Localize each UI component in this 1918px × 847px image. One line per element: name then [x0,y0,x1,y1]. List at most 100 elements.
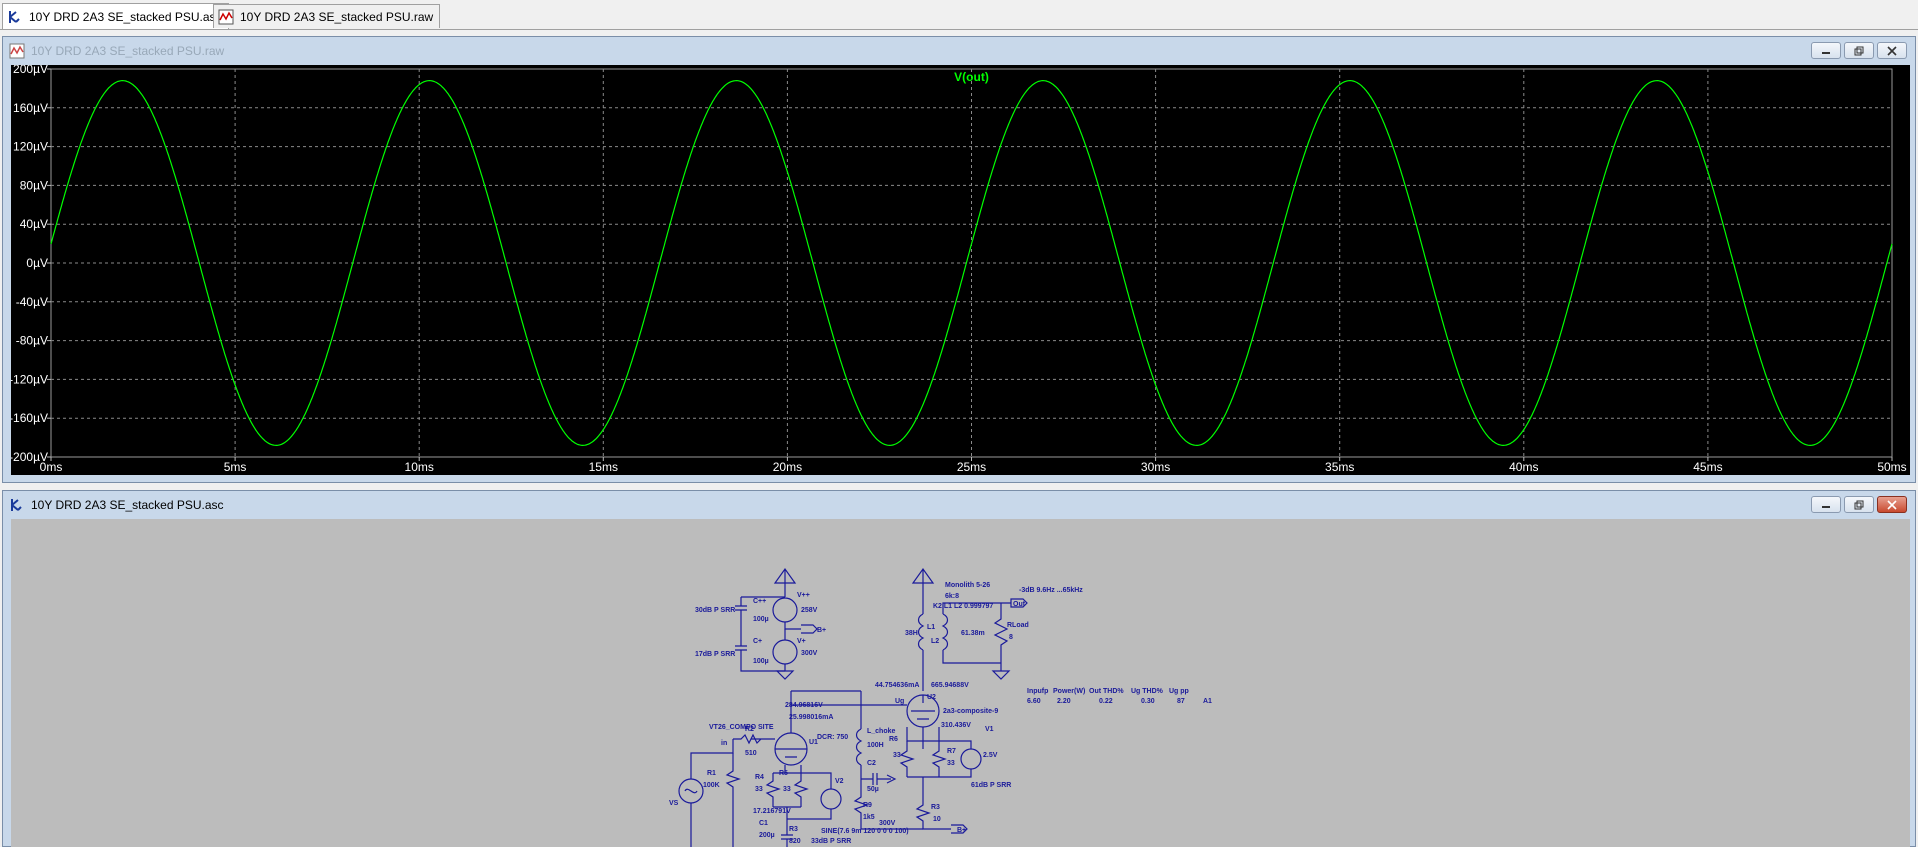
x-tick-label: 15ms [589,460,618,474]
y-tick-label: 80µV [20,178,48,192]
x-tick-label: 25ms [957,460,986,474]
minimize-button[interactable] [1811,496,1841,513]
waveform-window-title: 10Y DRD 2A3 SE_stacked PSU.raw [31,44,225,58]
label-c2: C2 [867,760,876,767]
label-r5: R5 [779,770,788,777]
label-monolith: Monolith 5-26 [945,582,990,589]
label-op3: 284.96816V [785,702,823,709]
x-tick-label: 30ms [1141,460,1170,474]
label-l61: 61.38m [961,630,985,637]
label-psrr17: 17dB P SRR [695,651,735,658]
label-r6: R6 [889,736,898,743]
label-r7: R7 [947,748,956,755]
label-r2: R2 [745,726,754,733]
label-rload: RLoad [1007,622,1029,629]
label-r3b: R3 [931,804,940,811]
label-c2v: 50µ [867,786,879,793]
label-v-ugthd: 0.30 [1141,698,1155,705]
label-v2: V2 [835,778,844,785]
schematic-canvas[interactable]: V++ 258V C++ 100µ 30dB P SRR B+ V+ 300V … [11,519,1910,847]
restore-button[interactable] [1844,496,1874,513]
label-v258: 258V [801,607,818,614]
schematic-wires [678,567,1028,847]
x-tick-label: 5ms [224,460,247,474]
x-tick-label: 45ms [1693,460,1722,474]
label-c100b: 100µ [753,658,769,665]
label-v300b: 300V [879,820,896,827]
tab-waveform-label: 10Y DRD 2A3 SE_stacked PSU.raw [240,9,434,24]
label-vs: VS [669,800,679,807]
y-tick-label: -40µV [16,295,48,309]
label-vpp: V++ [797,592,810,599]
label-ratio: 6k:8 [945,593,959,600]
y-tick-label: -200µV [11,450,48,464]
label-v25: 2.5V [983,752,998,759]
label-dcr: DCR: 750 [817,734,848,741]
tab-waveform[interactable]: 10Y DRD 2A3 SE_stacked PSU.raw [213,4,441,28]
schematic-icon [7,9,23,25]
label-r3: R3 [789,826,798,833]
label-h100: 100H [867,742,884,749]
label-v1: V1 [985,726,994,733]
label-c1v: 200µ [759,832,775,839]
schematic-window-titlebar[interactable]: 10Y DRD 2A3 SE_stacked PSU.asc [3,491,1915,519]
x-tick-label: 0ms [40,460,63,474]
schematic-labels: V++ 258V C++ 100µ 30dB P SRR B+ V+ 300V … [669,582,1212,845]
waveform-icon [218,9,234,25]
schematic-drawing[interactable]: V++ 258V C++ 100µ 30dB P SRR B+ V+ 300V … [11,519,1910,847]
label-r3v: 820 [789,838,801,845]
label-sine: SINE(7.6 9m 120 0 0 0 100) [821,828,909,835]
tab-schematic[interactable]: 10Y DRD 2A3 SE_stacked PSU.asc [2,3,229,29]
label-op1: 44.754636mA [875,682,919,689]
label-h-power: Power(W) [1053,688,1085,695]
waveform-icon [9,43,25,59]
tab-schematic-label: 10Y DRD 2A3 SE_stacked PSU.asc [29,9,222,24]
document-tab-bar: 10Y DRD 2A3 SE_stacked PSU.asc 10Y DRD 2… [0,0,1918,30]
label-v-ugpp: 87 [1177,698,1185,705]
label-lchoke: L_choke [867,728,896,735]
y-tick-label: 200µV [13,65,48,76]
label-r9v: 1k5 [863,814,875,821]
label-h-othd: Out THD% [1089,688,1124,695]
label-r9: R9 [863,802,872,809]
waveform-window-titlebar[interactable]: 10Y DRD 2A3 SE_stacked PSU.raw [3,37,1915,65]
label-op4: 25.998016mA [789,714,833,721]
label-r4: R4 [755,774,764,781]
label-tube2: 2a3-composite-9 [943,708,998,715]
x-tick-label: 35ms [1325,460,1354,474]
label-v-othd: 0.22 [1099,698,1113,705]
label-bplus-top: B+ [817,627,826,634]
trace-vout [50,79,1893,447]
label-bw: -3dB 9.6Hz ...65kHz [1019,587,1083,594]
label-v-a1: A1 [1203,698,1212,705]
label-v-inpfp: 6.60 [1027,698,1041,705]
close-button[interactable] [1877,42,1907,59]
label-h-ugpp: Ug pp [1169,688,1189,695]
label-op6: 17.216791V [753,808,791,815]
y-tick-label: -80µV [16,334,48,348]
x-tick-label: 20ms [773,460,802,474]
label-r8: 8 [1009,634,1013,641]
y-tick-label: 120µV [13,140,48,154]
label-r7v: 33 [947,760,955,767]
label-u2: U2 [927,694,936,701]
label-l2: L2 [931,638,939,645]
label-op5: 310.436V [941,722,971,729]
label-r1: R1 [707,770,716,777]
label-v-power: 2.20 [1057,698,1071,705]
restore-button[interactable] [1844,42,1874,59]
label-r3bv: 10 [933,816,941,823]
x-tick-label: 50ms [1877,460,1906,474]
close-button[interactable] [1877,496,1907,513]
label-ug: Ug [895,698,904,705]
label-psrr30: 30dB P SRR [695,607,735,614]
schematic-window[interactable]: 10Y DRD 2A3 SE_stacked PSU.asc [2,490,1916,847]
label-psrr61: 61dB P SRR [971,782,1011,789]
y-tick-label: 160µV [13,101,48,115]
label-r4v: 33 [755,786,763,793]
minimize-button[interactable] [1811,42,1841,59]
x-tick-label: 40ms [1509,460,1538,474]
